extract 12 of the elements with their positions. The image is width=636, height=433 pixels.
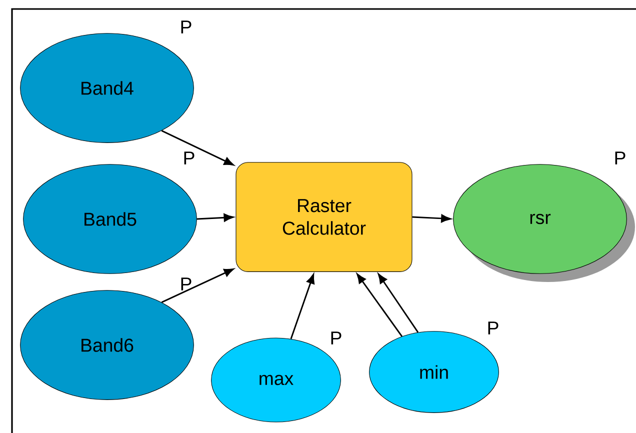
arrow [290, 274, 315, 340]
arrow [356, 274, 403, 337]
arrow [378, 274, 419, 333]
parameter-marker: P [615, 152, 626, 164]
parameter-marker: P [181, 20, 192, 34]
tool-box: Raster Calculator [236, 162, 412, 272]
arrow [161, 130, 234, 166]
arrow [412, 214, 451, 223]
arrow [161, 268, 234, 303]
arrow [196, 214, 234, 222]
parameter-marker: P [184, 152, 194, 164]
parameter-marker: P [181, 278, 192, 290]
